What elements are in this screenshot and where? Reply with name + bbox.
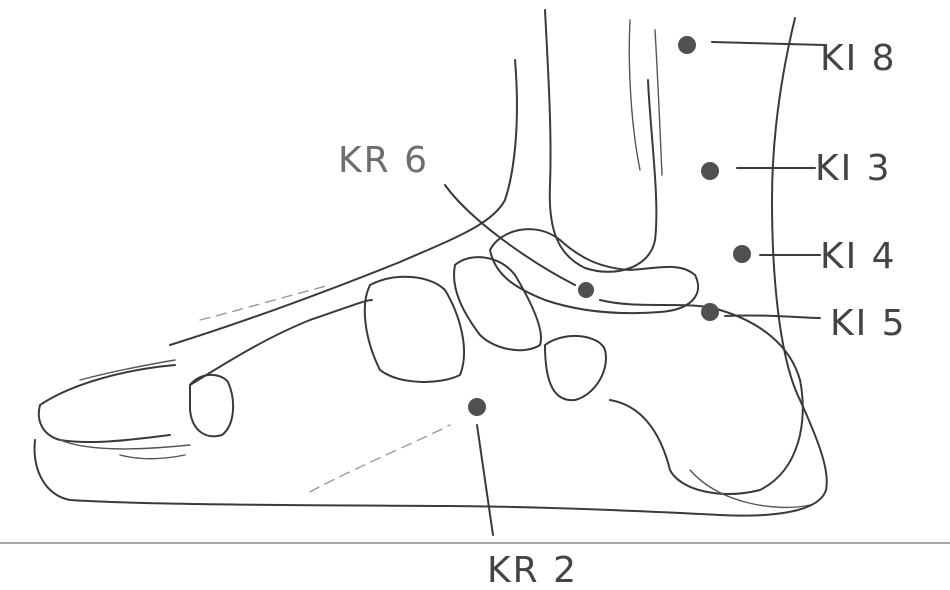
ki5-label: KI 5 [830, 303, 907, 344]
ki5-point [701, 303, 719, 321]
heel-sole-curve [690, 470, 810, 507]
sole-outline [35, 440, 826, 516]
calcaneus-bone [600, 300, 803, 494]
ki4-label: KI 4 [820, 236, 897, 277]
tibia-bone [545, 10, 656, 272]
kr2-point [468, 398, 486, 416]
ki8-leader [712, 42, 825, 45]
toe-outline [39, 365, 175, 442]
shin-outline [170, 60, 517, 345]
navicular-bone [454, 257, 541, 350]
tibia-inner-line [655, 30, 662, 175]
ki8-label: KI 8 [820, 38, 897, 79]
cuneiform-bone [365, 277, 464, 382]
kr6-point [578, 282, 594, 298]
kr6-label: KR 6 [338, 140, 429, 181]
toe-lines [60, 360, 190, 459]
ki8-point [678, 36, 696, 54]
metatarsal-outline [190, 300, 372, 385]
kr2-label: KR 2 [487, 550, 578, 590]
cuboid-bone [545, 336, 606, 400]
ki4-point [733, 245, 751, 263]
plantar-dashes [310, 425, 450, 492]
toe-phalanx [190, 375, 233, 436]
ki3-label: KI 3 [815, 148, 892, 189]
ki3-point [701, 162, 719, 180]
kr2-leader [477, 425, 493, 535]
fibula-line [629, 20, 640, 170]
dorsal-dashes [200, 285, 330, 320]
